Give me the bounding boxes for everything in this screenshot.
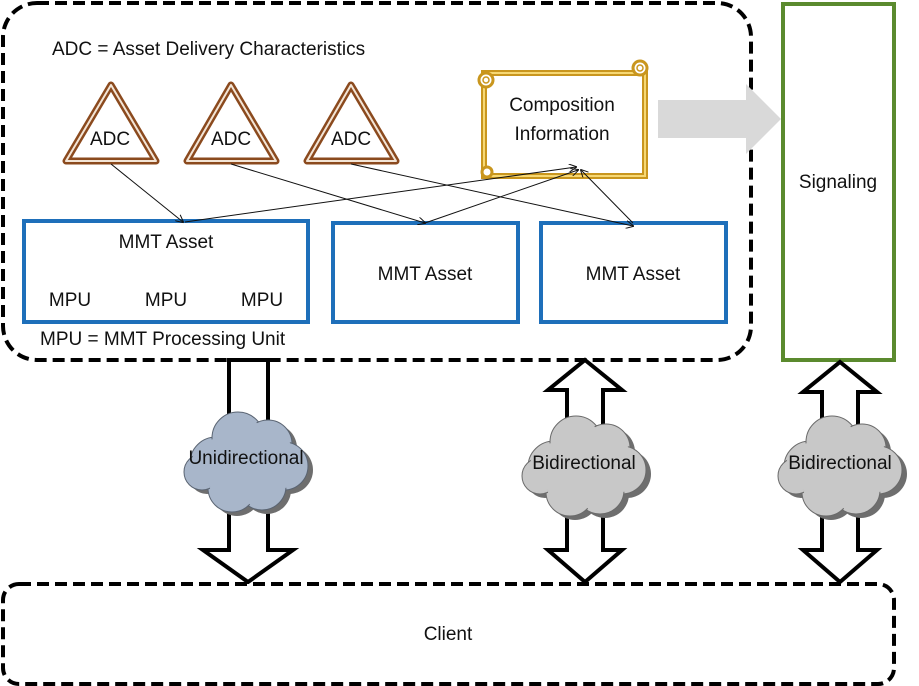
asset1-to-composition-arrow <box>184 167 576 223</box>
mpu-label-1: MPU <box>49 290 91 311</box>
adc3-to-asset3-arrow <box>350 163 633 226</box>
client-box: Client <box>1 582 896 686</box>
asset3-to-composition-arrow <box>581 170 634 224</box>
bidirectional-label-2: Bidirectional <box>788 453 892 474</box>
composition-line-2: Information <box>514 124 609 145</box>
bidirectional-label-1: Bidirectional <box>532 453 636 474</box>
adc-label-3: ADC <box>331 129 371 150</box>
unidirectional-label: Unidirectional <box>188 448 303 469</box>
adc-triangle-1: ADC <box>62 81 160 165</box>
adc-label-1: ADC <box>90 129 130 150</box>
composition-information-scroll: Composition Information <box>477 59 649 179</box>
bidirectional-cloud-2 <box>777 415 907 520</box>
mmt-asset-label-3: MMT Asset <box>586 264 681 285</box>
connector-arrows <box>110 163 634 226</box>
mmt-package-container <box>1 1 753 362</box>
mpu-label-3: MPU <box>241 290 283 311</box>
adc-label-2: ADC <box>211 129 251 150</box>
adc-triangle-3: ADC <box>303 81 400 165</box>
mmt-asset-box-2: MMT Asset <box>331 221 520 324</box>
adc-triangle-2: ADC <box>183 81 280 165</box>
adc-legend-text: ADC = Asset Delivery Characteristics <box>52 39 365 60</box>
unidirectional-cloud <box>183 411 313 516</box>
mmt-asset-box-1: MMT Asset MPU MPU MPU <box>22 219 310 324</box>
mmt-asset-label-2: MMT Asset <box>378 264 473 285</box>
bidirectional-cloud-1 <box>521 415 651 520</box>
signaling-box: Signaling <box>781 2 896 362</box>
adc1-to-asset1-arrow <box>110 163 183 222</box>
asset2-to-composition-arrow <box>424 170 578 224</box>
mpu-label-2: MPU <box>145 290 187 311</box>
client-label: Client <box>424 624 473 645</box>
mmt-asset-label-1: MMT Asset <box>119 232 214 253</box>
adc2-to-asset2-arrow <box>230 163 425 223</box>
composition-line-1: Composition <box>509 95 615 116</box>
signaling-label: Signaling <box>799 172 877 193</box>
composition-to-signaling-arrow <box>658 84 781 154</box>
mmt-asset-box-3: MMT Asset <box>539 221 728 324</box>
mpu-legend-text: MPU = MMT Processing Unit <box>40 329 286 350</box>
